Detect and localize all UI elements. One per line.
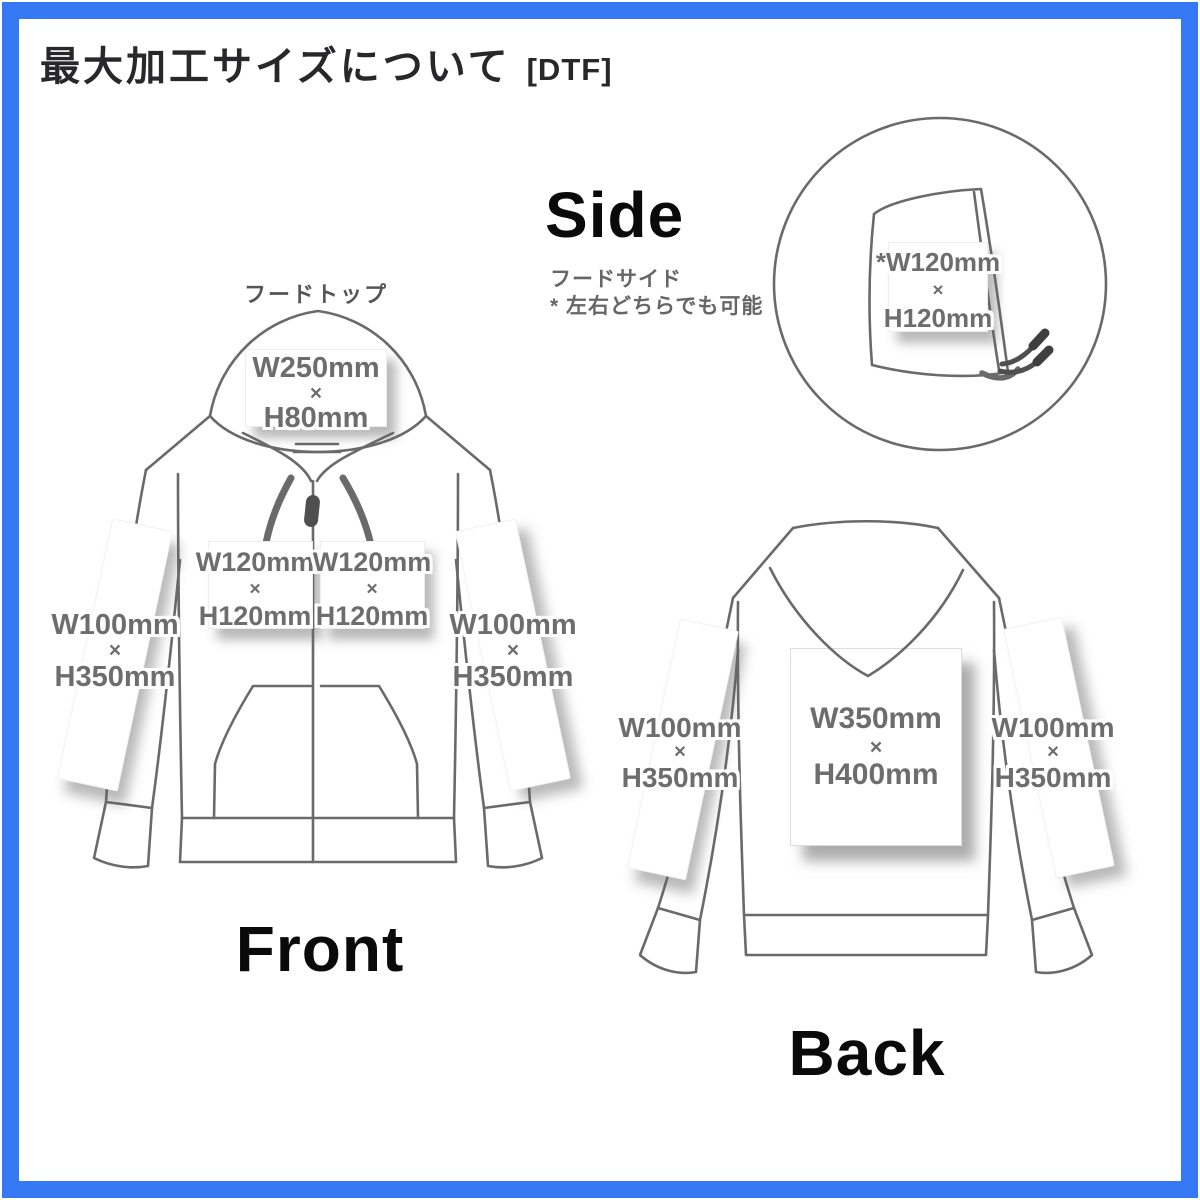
front-hoodie-drawing: [92, 309, 544, 869]
width-value: W100mm: [618, 712, 742, 743]
page-title: 最大加工サイズについて [DTF]: [40, 34, 613, 92]
front-view-label: Front: [235, 913, 405, 985]
back-right-sleeve-size-label: W100mm × H350mm: [953, 712, 1153, 793]
times-symbol: ×: [366, 578, 378, 600]
height-value: H400mm: [813, 758, 939, 791]
times-symbol: ×: [108, 639, 122, 662]
front-right-chest-size-label: W120mm × H120mm: [272, 549, 472, 630]
front-neckband: [292, 442, 342, 454]
front-collar-lapels: [241, 431, 395, 483]
side-note-line2: * 左右どちらでも可能: [550, 295, 764, 318]
front-hem-band: [178, 816, 458, 864]
back-left-cuff: [638, 906, 702, 975]
back-body-sides: [736, 600, 996, 917]
times-symbol: ×: [249, 578, 261, 600]
back-hood-drape: [768, 566, 965, 678]
height-value: H350mm: [452, 661, 574, 693]
side-view-notes: フードサイド * 左右どちらでも可能: [550, 266, 763, 320]
height-value: H350mm: [994, 762, 1112, 793]
side-hood-size-label: *W120mm × H120mm: [838, 248, 1038, 332]
page-title-dtf-tag: [DTF]: [526, 52, 613, 87]
back-shoulders: [731, 526, 1001, 600]
height-value: H120mm: [883, 303, 993, 333]
width-value: *W120mm: [875, 247, 1001, 277]
front-shoulders: [144, 414, 492, 472]
width-value: W120mm: [195, 547, 315, 577]
side-view-label: Side: [545, 179, 685, 251]
height-value: H120mm: [198, 601, 312, 631]
times-symbol: ×: [869, 734, 883, 759]
side-view-circle: [772, 116, 1108, 452]
back-body-print-box: [790, 648, 962, 846]
side-hood-print-box: [888, 242, 988, 332]
page-title-text: 最大加工サイズについて: [40, 45, 511, 89]
height-value: H80mm: [263, 402, 369, 434]
height-value: H350mm: [54, 661, 176, 693]
width-value: W100mm: [991, 712, 1115, 743]
back-right-cuff: [1030, 906, 1094, 975]
times-symbol: ×: [674, 741, 686, 763]
back-body-size-label: W350mm × H400mm: [776, 702, 976, 791]
width-value: W120mm: [312, 547, 432, 577]
front-kangaroo-pockets: [212, 684, 420, 820]
width-value: W100mm: [449, 609, 577, 641]
back-left-sleeve-size-label: W100mm × H350mm: [580, 712, 780, 793]
front-left-chest-size-label: W120mm × H120mm: [155, 549, 355, 630]
front-hood-outline: [208, 309, 428, 418]
front-right-sleeve-size-label: W100mm × H350mm: [413, 609, 613, 693]
width-value: W100mm: [51, 609, 179, 641]
front-body-sides: [176, 472, 460, 820]
front-left-cuff: [92, 800, 154, 869]
times-symbol: ×: [932, 279, 944, 300]
width-value: W350mm: [810, 702, 942, 735]
front-hood-print-box: [245, 349, 387, 427]
hood-top-caption: フードトップ: [243, 282, 388, 307]
side-drawstring-aglets: [1028, 328, 1054, 367]
front-left-sleeve-size-label: W100mm × H350mm: [15, 609, 215, 693]
front-hood-size-label: W250mm × H80mm: [216, 352, 416, 434]
height-value: H350mm: [621, 762, 739, 793]
times-symbol: ×: [506, 639, 520, 662]
front-right-cuff: [482, 800, 544, 869]
height-value: H120mm: [315, 601, 429, 631]
front-zipper-pull: [304, 495, 320, 527]
width-value: W250mm: [252, 352, 380, 384]
times-symbol: ×: [1047, 741, 1059, 763]
times-symbol: ×: [309, 382, 323, 405]
side-note-line1: フードサイド: [550, 268, 682, 291]
back-view-label: Back: [788, 1017, 946, 1089]
front-left-chest-print-box: [208, 541, 313, 629]
back-hem-band: [742, 913, 990, 957]
back-neck-edge: [791, 519, 940, 530]
front-right-chest-print-box: [320, 541, 425, 629]
